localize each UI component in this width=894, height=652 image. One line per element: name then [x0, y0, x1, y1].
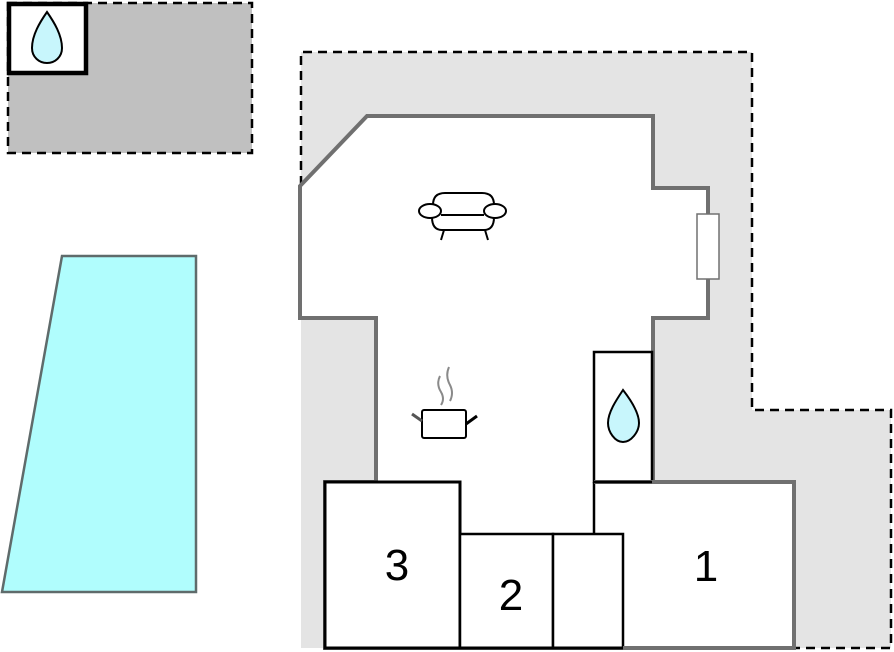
sofa-icon — [418, 192, 507, 241]
room-label-3: 3 — [385, 541, 409, 590]
water-drop-icon — [30, 10, 64, 65]
room-label-1: 1 — [694, 542, 718, 591]
storage-room — [551, 532, 625, 650]
bedroom-1-exterior-wall — [594, 480, 796, 650]
swimming-pool — [0, 254, 198, 594]
cooking-pot-icon — [411, 366, 478, 439]
room-label-2: 2 — [499, 571, 523, 620]
water-drop-icon — [606, 388, 641, 444]
fireplace-icon — [696, 213, 720, 280]
